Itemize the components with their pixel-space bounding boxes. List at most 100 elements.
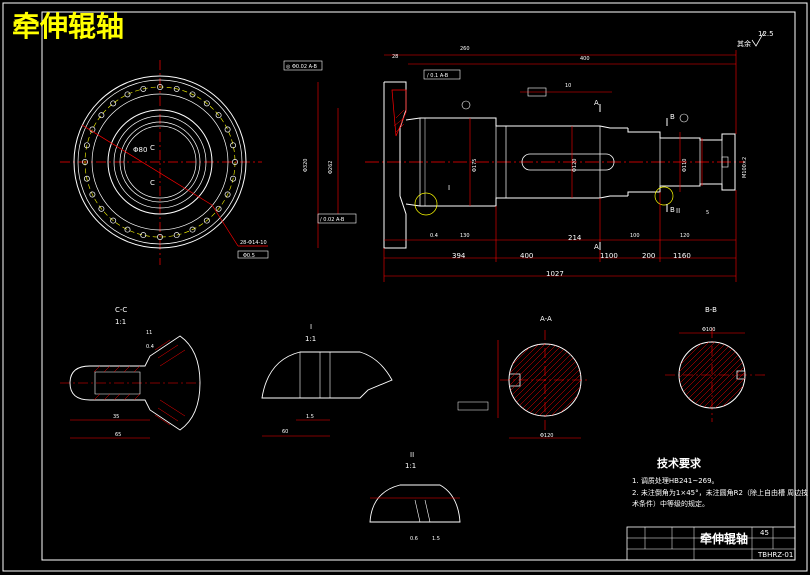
- hatch-line: [744, 342, 745, 408]
- hatch-line: [720, 342, 745, 408]
- hatch-line: [538, 344, 581, 416]
- hatch-line: [679, 342, 728, 408]
- section-cc-scale: 1:1: [115, 318, 127, 326]
- section-bb-view: Φ100: [665, 327, 810, 422]
- title-block-part-name: 牵伸辊轴: [700, 532, 749, 546]
- bolt-hole: [232, 159, 238, 165]
- svg-text:11: 11: [146, 330, 152, 336]
- hatch-line: [617, 344, 689, 416]
- hatch-line: [509, 344, 552, 416]
- svg-text:Φ120: Φ120: [540, 433, 553, 439]
- bolt-hole: [82, 159, 88, 165]
- svg-text:260: 260: [460, 46, 470, 52]
- svg-text:M100×2: M100×2: [742, 157, 748, 178]
- hatch-line: [799, 342, 810, 408]
- hatch-line: [679, 342, 704, 408]
- bolt-hole: [110, 217, 117, 224]
- section-cc-view: 35 65 11 0.4: [60, 330, 201, 439]
- svg-text:400: 400: [580, 56, 590, 62]
- hatch-line: [556, 344, 581, 416]
- bolt-hole: [215, 112, 222, 119]
- bolt-hole: [110, 100, 117, 107]
- hatch-line: [509, 344, 534, 416]
- dim-400: 400: [520, 252, 534, 260]
- hatch-line: [679, 342, 716, 408]
- detail-ii-view: 0.6 1.5: [369, 484, 461, 542]
- section-cc-label: C-C: [115, 306, 128, 314]
- svg-text:100: 100: [630, 233, 640, 239]
- hatch-line: [526, 344, 581, 416]
- svg-text:Φ320: Φ320: [303, 159, 309, 172]
- hatch-line: [769, 342, 810, 408]
- bolt-hole-pattern: [82, 84, 238, 240]
- svg-text:65: 65: [115, 432, 121, 438]
- detail-i-label: I: [310, 323, 313, 331]
- bolt-hole: [140, 85, 147, 92]
- detail-ii-label: II: [410, 451, 415, 459]
- cut-mark-a-bottom: A: [594, 243, 599, 251]
- hatch-line: [679, 342, 740, 408]
- bolt-hole: [124, 91, 131, 98]
- detail-mark-i: I: [448, 184, 451, 192]
- hatch-line: [509, 344, 528, 416]
- hatch-line: [605, 344, 677, 416]
- svg-text:1.5: 1.5: [432, 536, 440, 542]
- bolt-hole: [83, 175, 90, 182]
- bolt-hole: [230, 175, 237, 182]
- tech-requirement-3: 术条件）中等级的规定。: [632, 500, 709, 508]
- hatch-line: [509, 344, 522, 416]
- svg-text:◎ Φ0.02 A-B: ◎ Φ0.02 A-B: [286, 64, 318, 70]
- roughness-value: 12.5: [758, 30, 774, 38]
- cut-mark-a-top: A: [594, 99, 599, 107]
- cut-mark-c-top: C: [150, 144, 155, 152]
- bolt-hole: [224, 126, 231, 133]
- hatch-line: [611, 344, 683, 416]
- svg-text:60: 60: [282, 429, 288, 435]
- shaft-main-view: 28 260 400 10 Φ320 Φ262 Φ175 Φ120 Φ110 M…: [283, 31, 765, 282]
- hatch-line: [509, 344, 581, 416]
- hatch-line: [587, 344, 659, 416]
- bolt-hole: [230, 142, 237, 149]
- tech-requirement-2: 2. 未注倒角为1×45°，未注圆角R2（除上自由槽 周边技: [632, 489, 809, 497]
- hatch-line: [690, 342, 745, 408]
- hatch-line: [509, 344, 564, 416]
- detail-i-scale: 1:1: [305, 335, 317, 343]
- svg-text:28-Φ14-10: 28-Φ14-10: [240, 240, 267, 246]
- tech-requirements-title: 技术要求: [657, 457, 701, 470]
- hatch-line: [544, 344, 581, 416]
- bolt-hole: [173, 85, 180, 92]
- hatch-line: [599, 344, 671, 416]
- bolt-hole: [124, 226, 131, 233]
- svg-text:5: 5: [706, 210, 709, 216]
- drawing-title: 牵伸辊轴: [12, 10, 125, 43]
- section-aa-view: Φ120: [457, 330, 695, 439]
- bolt-hole: [157, 84, 163, 90]
- hatch-line: [714, 342, 745, 408]
- svg-text:Φ120: Φ120: [572, 159, 578, 172]
- hatch-line: [775, 342, 810, 408]
- section-bb-label: B-B: [705, 306, 717, 314]
- hatch-line: [623, 344, 695, 416]
- overall-length-dim: 1027: [546, 270, 564, 278]
- hatch-line: [520, 344, 581, 416]
- hatch-line: [532, 344, 581, 416]
- hatch-line: [679, 342, 692, 408]
- svg-text:Φ80: Φ80: [133, 146, 147, 154]
- hatch-line: [708, 342, 745, 408]
- dim-1100: 1100: [600, 252, 618, 260]
- hatch-line: [702, 342, 745, 408]
- tech-requirement-1: 1. 调质处理HB241~269。: [632, 477, 719, 485]
- hatch-line: [509, 344, 570, 416]
- bolt-hole: [173, 232, 180, 239]
- bolt-hole: [203, 217, 210, 224]
- dim-1160: 1160: [673, 252, 691, 260]
- cut-mark-b-top: B: [670, 113, 675, 121]
- bolt-hole: [89, 191, 96, 198]
- hatch-line: [509, 344, 546, 416]
- svg-text:/ 0.1 A-B: / 0.1 A-B: [427, 73, 449, 79]
- bolt-hole: [140, 232, 147, 239]
- hatch-line: [593, 344, 665, 416]
- svg-text:/ 0.02 A-B: / 0.02 A-B: [320, 217, 345, 223]
- dim-214: 214: [568, 234, 582, 242]
